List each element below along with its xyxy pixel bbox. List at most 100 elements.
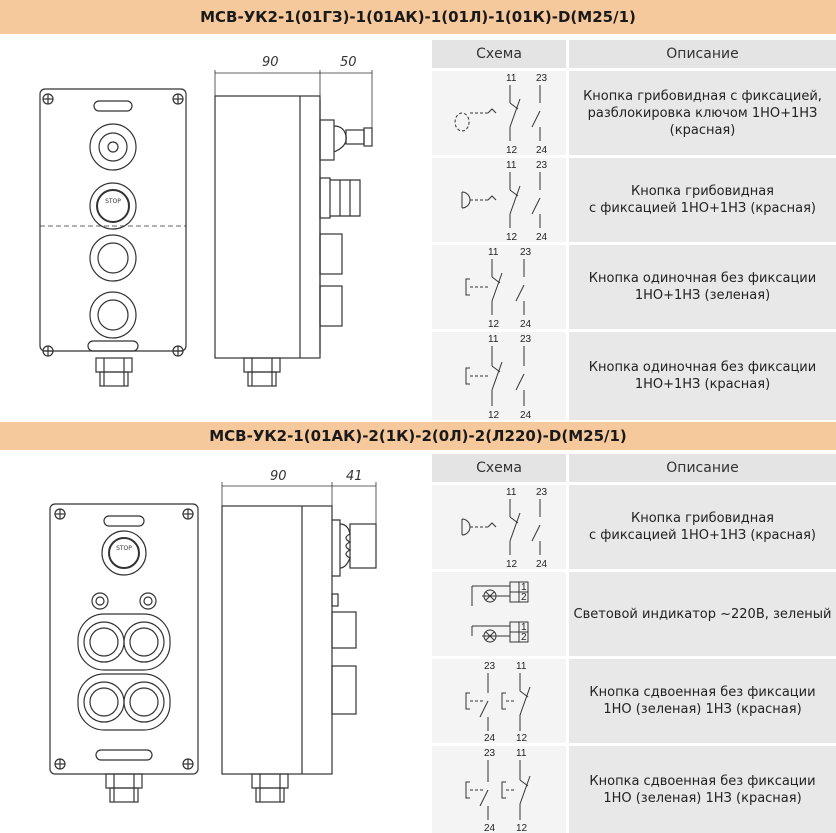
dim-depth-label: 50 [340, 55, 357, 70]
description-cell: Кнопка грибовидная с фиксацией 1НО+1НЗ (… [569, 485, 836, 569]
front-enclosure [39, 88, 187, 352]
cable-gland [95, 357, 133, 373]
screw-icon [172, 345, 184, 357]
green-button-icon [89, 234, 137, 282]
indicator-scheme-icon: 1 2 1 2 [471, 581, 529, 643]
header-description: Описание [569, 454, 836, 482]
table-row: 23 11 24 12 Кнопка сдвоенная без фиксаци… [432, 659, 836, 743]
svg-text:12: 12 [488, 410, 500, 420]
svg-text:12: 12 [506, 559, 518, 569]
scheme-cell: 23 11 24 12 [432, 746, 566, 833]
section1-table: Схема Описание 11 23 12 24 Кнопка грибов… [432, 40, 836, 420]
side-enclosure [221, 505, 333, 775]
screw-icon [42, 93, 54, 105]
screw-icon [182, 508, 194, 520]
description-cell: Кнопка сдвоенная без фиксации 1НО (зелен… [569, 746, 836, 833]
svg-text:11: 11 [506, 73, 517, 84]
description-cell: Кнопка одиночная без фиксации 1НО+1НЗ (з… [569, 245, 836, 329]
screw-icon [42, 345, 54, 357]
section1-drawing: 90 50 STOP [0, 40, 428, 420]
screw-icon [172, 93, 184, 105]
table-row: 11 23 12 24 Кнопка одиночная без фиксаци… [432, 332, 836, 420]
svg-text:23: 23 [536, 73, 548, 84]
indicator-lamp-icon [139, 592, 157, 610]
contact-scheme-icon: 11 23 12 24 [461, 487, 548, 569]
contact-scheme-icon: 11 23 12 24 [465, 247, 532, 329]
svg-text:11: 11 [506, 160, 517, 171]
table-row: 11 23 12 24 Кнопка грибовидная с фиксаци… [432, 158, 836, 242]
dim-width-label: 90 [270, 469, 287, 484]
section1-title: МСВ-УК2-1(01ГЗ)-1(01АК)-1(01Л)-1(01К)-D(… [0, 0, 836, 34]
section2-table: Схема Описание 11 23 12 24 Кнопка грибов… [432, 454, 836, 833]
svg-text:23: 23 [484, 661, 496, 672]
description-cell: Световой индикатор ~220В, зеленый [569, 572, 836, 656]
svg-text:23: 23 [520, 334, 532, 345]
svg-text:24: 24 [520, 319, 532, 329]
contact-scheme-icon: 11 23 12 24 [454, 73, 548, 155]
svg-text:23: 23 [536, 487, 548, 498]
contact-scheme-icon: 23 11 24 12 [465, 748, 531, 833]
svg-text:12: 12 [516, 823, 528, 833]
svg-text:12: 12 [506, 232, 518, 242]
section2-drawing: 90 41 STOP [0, 454, 428, 833]
stop-label: STOP [105, 198, 121, 205]
table-row: 23 11 24 12 Кнопка сдвоенная без фиксаци… [432, 746, 836, 833]
scheme-cell: 1 2 1 2 [432, 572, 566, 656]
svg-text:24: 24 [484, 733, 496, 743]
indicator-lamp-icon [91, 592, 109, 610]
description-cell: Кнопка грибовидная с фиксацией, разблоки… [569, 71, 836, 155]
table-row: 11 23 12 24 Кнопка грибовидная с фиксаци… [432, 71, 836, 155]
header-scheme: Схема [432, 454, 566, 482]
svg-text:1: 1 [521, 622, 527, 633]
key-button-icon [89, 123, 137, 171]
red-button-icon [89, 291, 137, 339]
svg-text:12: 12 [506, 145, 518, 155]
svg-text:23: 23 [536, 160, 548, 171]
screw-icon [54, 508, 66, 520]
svg-text:2: 2 [521, 592, 527, 603]
label-plate [93, 100, 133, 112]
description-cell: Кнопка одиночная без фиксации 1НО+1НЗ (к… [569, 332, 836, 420]
screw-icon [54, 758, 66, 770]
svg-text:24: 24 [520, 410, 532, 420]
scheme-cell: 11 23 12 24 [432, 485, 566, 569]
svg-text:11: 11 [488, 334, 499, 345]
svg-text:12: 12 [516, 733, 528, 743]
svg-text:11: 11 [488, 247, 499, 258]
scheme-cell: 11 23 12 24 [432, 245, 566, 329]
svg-text:12: 12 [488, 319, 500, 329]
scheme-cell: 11 23 12 24 [432, 71, 566, 155]
svg-text:24: 24 [484, 823, 496, 833]
scheme-cell: 11 23 12 24 [432, 332, 566, 420]
table-row: 11 23 12 24 Кнопка одиночная без фиксаци… [432, 245, 836, 329]
label-plate [87, 340, 139, 352]
svg-text:2: 2 [521, 632, 527, 643]
description-cell: Кнопка сдвоенная без фиксации 1НО (зелен… [569, 659, 836, 743]
scheme-cell: 11 23 12 24 [432, 158, 566, 242]
svg-text:11: 11 [516, 748, 527, 759]
section2-title: МСВ-УК2-1(01АК)-2(1К)-2(0Л)-2(Л220)-D(М2… [0, 422, 836, 450]
side-enclosure [214, 95, 321, 359]
svg-text:1: 1 [521, 582, 527, 593]
section1-enclosure-drawing: 90 50 STOP [39, 55, 373, 387]
svg-text:11: 11 [506, 487, 517, 498]
svg-text:23: 23 [520, 247, 532, 258]
header-scheme: Схема [432, 40, 566, 68]
svg-text:23: 23 [484, 748, 496, 759]
table-row: 1 2 1 2 Световой индикатор ~220В, зелены… [432, 572, 836, 656]
svg-text:11: 11 [516, 661, 527, 672]
cable-gland [105, 773, 143, 789]
section2-enclosure-drawing: 90 41 STOP [49, 469, 377, 803]
svg-text:24: 24 [536, 145, 548, 155]
mushroom-button-icon [101, 530, 147, 576]
table-row: 11 23 12 24 Кнопка грибовидная с фиксаци… [432, 485, 836, 569]
scheme-cell: 23 11 24 12 [432, 659, 566, 743]
double-button-icon [77, 673, 171, 731]
header-description: Описание [569, 40, 836, 68]
contact-scheme-icon: 11 23 12 24 [461, 160, 548, 242]
stop-label: STOP [116, 545, 132, 552]
svg-text:24: 24 [536, 232, 548, 242]
dim-width-label: 90 [262, 55, 279, 70]
double-button-icon [77, 613, 171, 671]
svg-text:24: 24 [536, 559, 548, 569]
